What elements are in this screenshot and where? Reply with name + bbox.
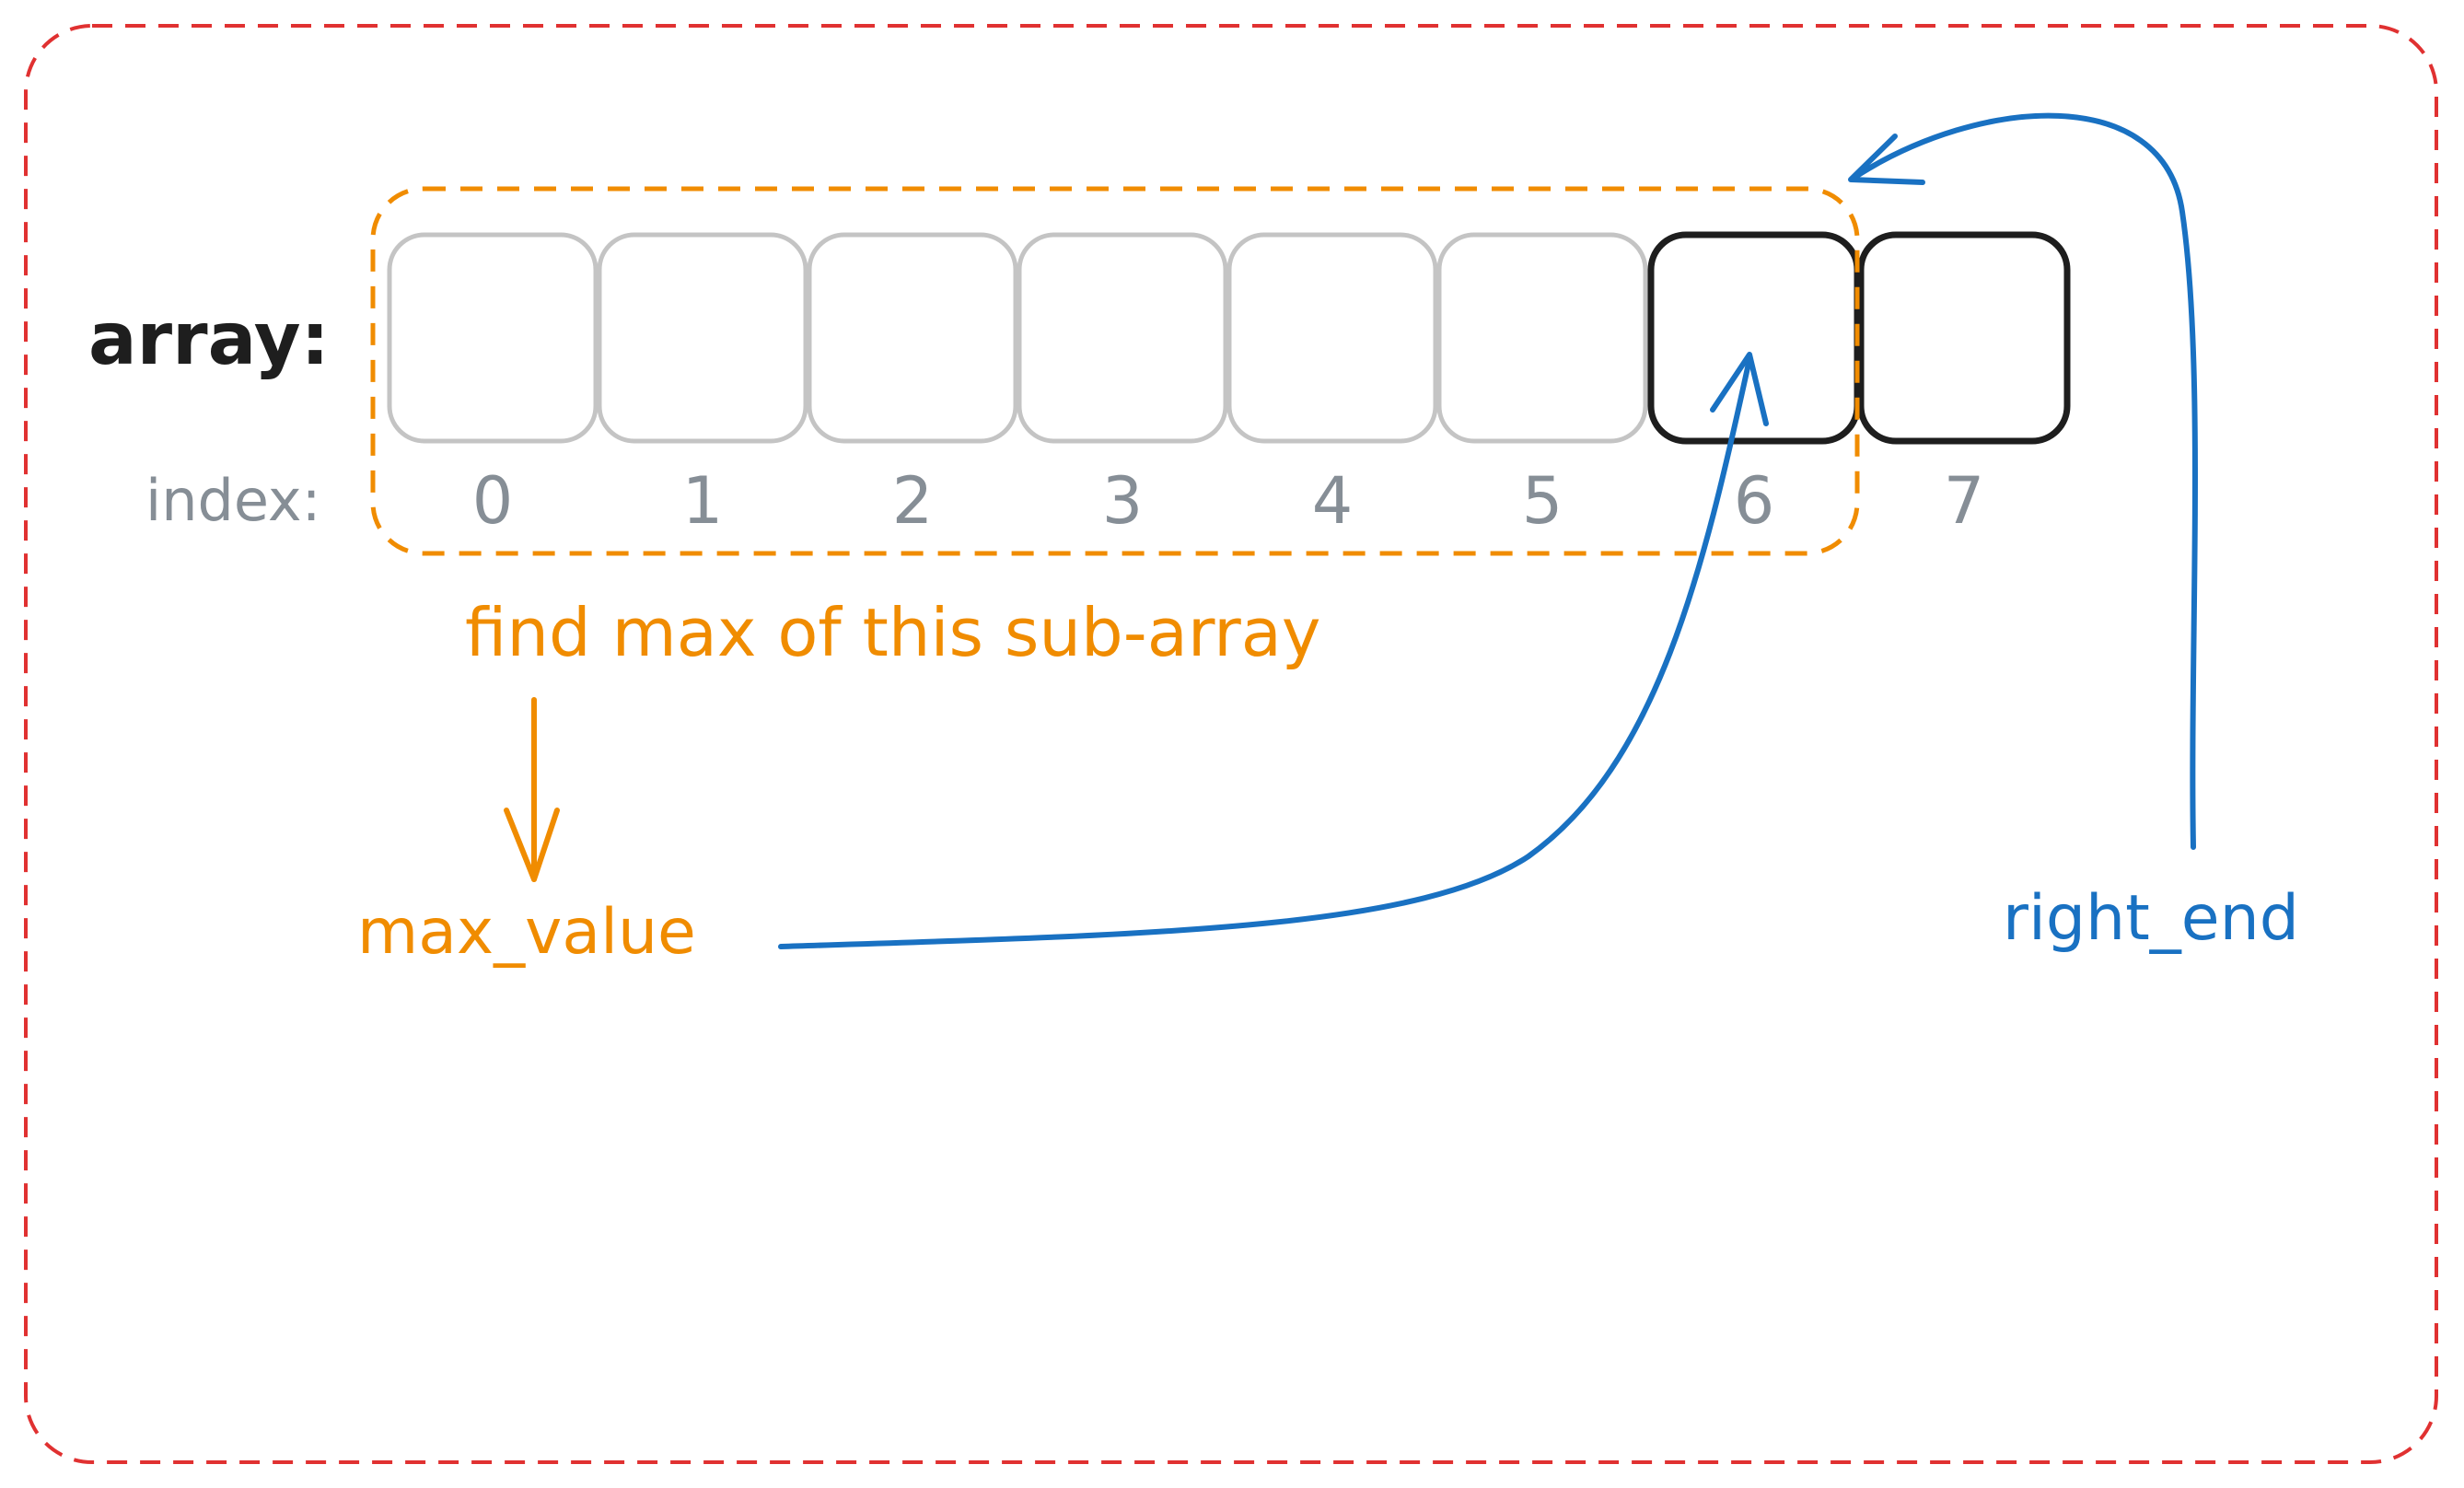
arrow-pointer-icon — [1848, 112, 2198, 850]
index-1: 1 — [682, 463, 724, 539]
subarray-caption: find max of this sub-array — [465, 594, 1321, 671]
index-3: 3 — [1102, 463, 1144, 539]
index-label: index: — [145, 467, 321, 534]
index-numbers: 0 1 2 3 4 5 6 7 — [472, 463, 1985, 539]
array-cell-7 — [1857, 231, 2071, 445]
index-5: 5 — [1522, 463, 1563, 539]
index-4: 4 — [1312, 463, 1354, 539]
arrow-down-icon — [504, 697, 560, 882]
outer-frame — [24, 24, 2438, 1464]
array-cell-2 — [807, 232, 1018, 444]
right-end-label: right_end — [2003, 882, 2299, 955]
array-label: array: — [88, 298, 330, 381]
subarray-highlight — [370, 186, 1860, 556]
max-value-label: max_value — [357, 896, 696, 969]
arrow-pointer-icon — [778, 352, 1769, 949]
index-7: 7 — [1944, 463, 1985, 539]
index-6: 6 — [1734, 463, 1775, 539]
index-0: 0 — [472, 463, 514, 539]
array-cell-0 — [387, 232, 599, 444]
index-2: 2 — [892, 463, 934, 539]
array-cell-4 — [1226, 232, 1438, 444]
array-cell-5 — [1436, 232, 1648, 444]
array-cells — [387, 231, 2071, 445]
array-cell-6 — [1647, 231, 1861, 445]
array-cell-3 — [1017, 232, 1228, 444]
array-cell-1 — [597, 232, 808, 444]
